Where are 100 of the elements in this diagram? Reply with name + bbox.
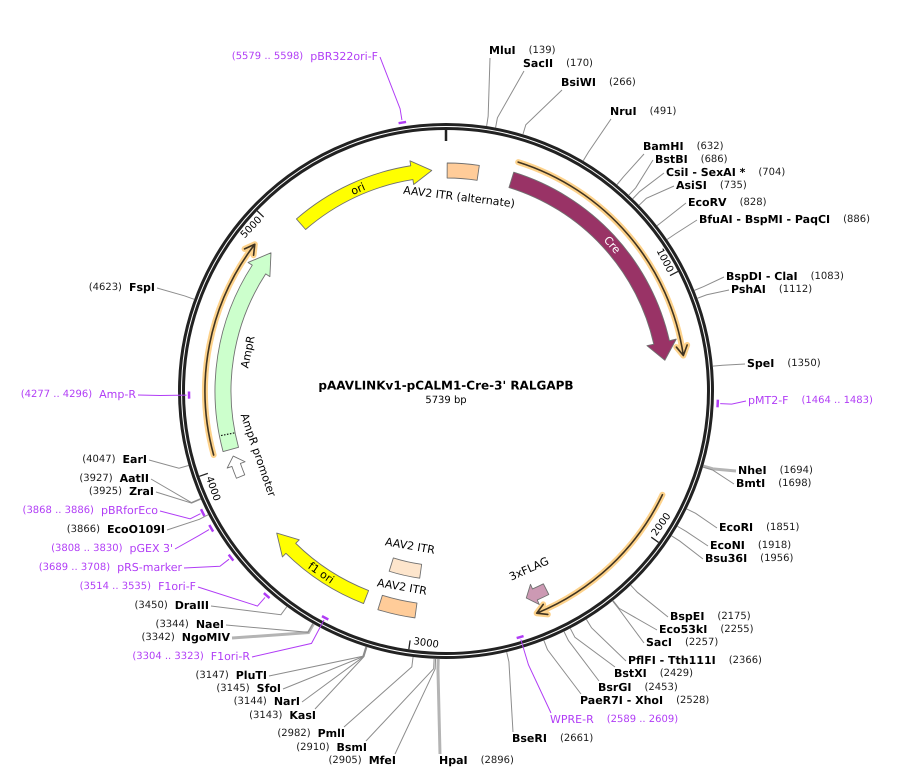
cut-position: (1698) xyxy=(778,477,812,491)
cut-position: (632) xyxy=(696,140,724,154)
primer-name: F1ori-F xyxy=(158,580,196,594)
enzyme-name: EarI xyxy=(122,453,147,467)
enzyme-name: CsiI - SexAI * xyxy=(666,166,746,180)
enzyme-name: HpaI xyxy=(439,754,468,768)
leader-line xyxy=(232,623,315,640)
enzyme-name: NgoMIV xyxy=(182,631,230,645)
scale-label: 4000 xyxy=(202,474,222,503)
cut-position: (4047) xyxy=(82,453,116,467)
leader-line xyxy=(174,529,210,550)
leader-line xyxy=(282,646,367,690)
enzyme-name: Bsu36I xyxy=(705,552,748,566)
enzyme-name: EcoRI xyxy=(719,521,754,535)
plasmid-name: pAAVLINKv1-pCALM1-Cre-3' RALGAPB xyxy=(318,378,574,394)
leader-line xyxy=(694,276,724,291)
feature-label: AmpR xyxy=(238,334,258,370)
cut-position: (3144) xyxy=(234,695,267,709)
leader-line xyxy=(156,492,202,504)
enzyme-name: BsiWI xyxy=(561,76,596,90)
enzyme-name: EcoNI xyxy=(710,539,745,553)
enzyme-name: SpeI xyxy=(747,357,774,371)
enzyme-name: EcoO109I xyxy=(107,523,165,537)
leader-line xyxy=(582,118,612,162)
cut-position: (735) xyxy=(720,179,747,193)
leader-line xyxy=(522,90,562,135)
enzyme-name: SacII xyxy=(523,57,554,71)
leader-line xyxy=(586,618,626,662)
cut-position: (2453) xyxy=(644,681,678,695)
enzyme-name: KasI xyxy=(289,709,316,723)
primer-range: (3689 .. 3708) xyxy=(38,561,110,575)
enzyme-name: BstBI xyxy=(655,153,688,167)
enzyme-name: ZraI xyxy=(129,485,154,499)
enzyme-name: NruI xyxy=(610,105,637,119)
leader-line xyxy=(612,600,658,630)
enzyme-name: BsmI xyxy=(336,741,367,755)
primer-range: (2589 .. 2609) xyxy=(606,713,678,727)
leader-line xyxy=(226,623,314,633)
cut-position: (3344) xyxy=(156,618,189,632)
feature-label: AAV2 ITR xyxy=(376,576,428,598)
cut-position: (3866) xyxy=(66,523,100,537)
enzyme-name: MluI xyxy=(489,44,516,58)
enzyme-name: EcoRV xyxy=(688,196,727,210)
primer-range: (3514 .. 3535) xyxy=(80,580,152,594)
primer-range: (3304 .. 3323) xyxy=(132,650,204,664)
cut-position: (1956) xyxy=(760,552,794,566)
enzyme-name: BmtI xyxy=(736,477,766,491)
primer-name: F1ori-R xyxy=(210,650,250,664)
cut-position: (4623) xyxy=(88,281,122,295)
leader-line xyxy=(628,160,654,196)
leader-line xyxy=(394,658,436,754)
primer-name: WPRE-R xyxy=(550,713,594,727)
primer-site-mark xyxy=(226,552,236,563)
cut-position: (3450) xyxy=(134,599,168,613)
primer-site-mark xyxy=(187,389,191,401)
primer-site-mark xyxy=(396,120,408,125)
enzyme-name: BamHI xyxy=(643,140,684,154)
leader-line xyxy=(486,58,490,127)
cut-position: (828) xyxy=(740,196,766,210)
primer-name: Amp-R xyxy=(99,388,136,402)
enzyme-name: BstXI xyxy=(614,667,647,681)
cut-position: (3143) xyxy=(249,709,282,723)
leader-line xyxy=(702,464,736,472)
primer-name: pMT2-F xyxy=(748,394,788,408)
leader-line xyxy=(616,154,644,186)
enzyme-name: SfoI xyxy=(256,682,281,696)
leader-line xyxy=(166,514,209,530)
cut-position: (2896) xyxy=(480,754,514,768)
leader-line xyxy=(612,600,644,644)
leader-line xyxy=(632,172,664,200)
leader-line xyxy=(495,70,524,128)
leader-line xyxy=(344,656,414,728)
cut-position: (2661) xyxy=(560,732,594,746)
feature-label: AAV2 ITR (alternate) xyxy=(402,184,516,210)
leader-line xyxy=(314,646,368,710)
enzyme-name: BsrGI xyxy=(598,681,632,695)
cut-position: (704) xyxy=(758,166,786,180)
primer-range: (1464 .. 1483) xyxy=(802,394,873,408)
leader-line xyxy=(150,478,202,504)
leader-line xyxy=(696,290,730,299)
scale-label: 3000 xyxy=(412,636,440,652)
cut-position: (139) xyxy=(528,44,556,58)
leader-line xyxy=(506,652,514,732)
leader-line xyxy=(156,288,195,300)
enzyme-name: BseRI xyxy=(512,732,547,746)
leader-line xyxy=(268,646,366,676)
cut-position: (1851) xyxy=(766,521,800,535)
leader-line xyxy=(148,460,190,469)
feature-label: Cre xyxy=(600,234,624,256)
feature-label: ori xyxy=(348,180,368,198)
cut-position: (1112) xyxy=(778,283,812,297)
primer-site-mark xyxy=(514,634,526,640)
primer-range: (4277 .. 4296) xyxy=(20,388,92,402)
cut-position: (2429) xyxy=(660,667,694,681)
leader-line xyxy=(671,535,704,560)
enzyme-name: AsiSI xyxy=(676,179,707,193)
primer-site-mark xyxy=(199,507,207,518)
leader-line xyxy=(564,631,600,682)
primer-site-mark xyxy=(715,397,720,410)
enzyme-name: Eco53kI xyxy=(659,623,708,637)
